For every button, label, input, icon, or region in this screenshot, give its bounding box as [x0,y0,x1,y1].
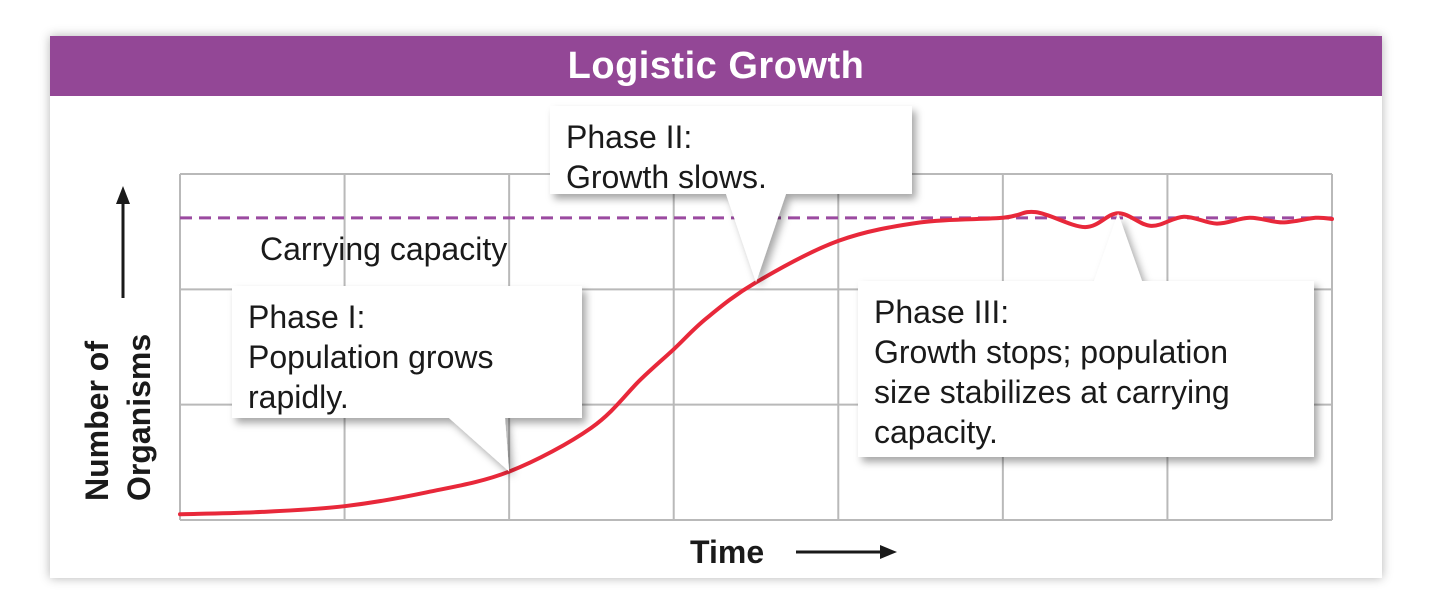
title-bar: Logistic Growth [50,36,1382,96]
callout-phase3: Phase III: Growth stops; population size s… [858,213,1314,457]
callout-text-line: capacity. [874,414,998,450]
callout-text-line: Growth slows. [566,159,767,195]
callout-text-line: Phase III: [874,294,1009,330]
axes: Number of Organisms Time [79,186,897,570]
callout-phase2: Phase II: Growth slows. [550,106,912,283]
callout-text-line: rapidly. [248,379,349,415]
x-axis-label: Time [690,534,764,570]
callout-text-line: Growth stops; population [874,334,1228,370]
callout-phase1: Phase I: Population grows rapidly. [232,286,582,472]
callout-text-line: Phase II: [566,119,692,155]
y-axis-label-line1: Number of [79,341,115,501]
callout-text-line: size stabilizes at carrying [874,374,1230,410]
callout-text-line: Population grows [248,339,493,375]
logistic-growth-figure: Logistic Growth Carrying capacity Phase … [50,36,1382,578]
y-axis-label-line2: Organisms [121,334,157,501]
x-axis-arrow-head [880,545,897,559]
callout-box [232,286,582,472]
phase-callouts: Phase I: Population grows rapidly. Phase II… [232,106,1314,472]
callout-box [858,213,1314,457]
chart-plot: Carrying capacity Phase I: Population gro… [79,106,1334,570]
callout-text-line: Phase I: [248,299,365,335]
carrying-capacity-label: Carrying capacity [260,231,507,267]
population-curve [178,209,1334,517]
y-axis-arrow-head [116,186,130,204]
chart-title: Logistic Growth [567,44,865,87]
callout-box [550,106,912,283]
